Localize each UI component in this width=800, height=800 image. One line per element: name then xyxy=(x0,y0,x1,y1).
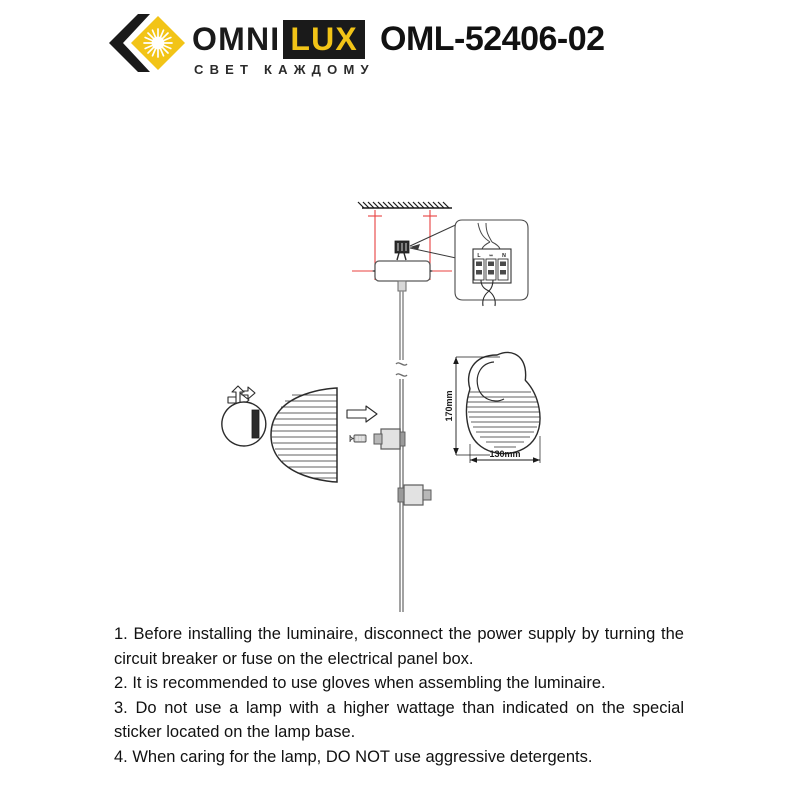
ceiling-hatching xyxy=(357,201,452,209)
safety-instructions: 1. Before installing the luminaire, disc… xyxy=(114,622,684,769)
dimension-height-label: 170mm xyxy=(444,390,454,421)
brand-name-omni: OMNI xyxy=(192,21,281,57)
fixture-wires xyxy=(480,279,496,307)
terminal-slots xyxy=(473,258,509,281)
terminal-label-ground: ⏕ xyxy=(489,253,493,259)
brand-logo: OMNI LUX СВЕТ КАЖДОМУ xyxy=(108,10,370,82)
g9-bulb xyxy=(349,434,367,443)
installation-diagram: L ⏕ N xyxy=(221,201,541,612)
brand-tagline: СВЕТ КАЖДОМУ xyxy=(194,62,375,77)
rod-break-symbol xyxy=(395,362,408,377)
instruction-item: 1. Before installing the luminaire, disc… xyxy=(114,625,684,668)
brand-wordmark: OMNI LUX xyxy=(192,19,365,59)
supply-wires xyxy=(477,222,501,250)
spiral-shade-ribs xyxy=(467,391,540,448)
canopy-terminal-block xyxy=(394,240,410,261)
suspension-rod xyxy=(395,291,408,612)
dimension-width: 130mm xyxy=(469,436,541,463)
terminal-label-N: N xyxy=(502,253,506,259)
assembly-direction-arrow xyxy=(346,405,378,423)
spiral-shade-outline xyxy=(465,351,541,455)
sunburst-icon xyxy=(143,28,173,58)
ribbed-dome-shade xyxy=(270,387,338,483)
dimension-width-label: 130mm xyxy=(489,449,520,459)
shade-ribs xyxy=(272,394,337,479)
product-code: OML-52406-02 xyxy=(380,20,605,58)
dimension-height: 170mm xyxy=(444,356,500,456)
brand-name-lux-box: LUX xyxy=(283,19,365,59)
instruction-item: 3. Do not use a lamp with a higher watta… xyxy=(114,698,684,742)
lamp-socket-upper xyxy=(373,428,406,450)
brand-name-lux: LUX xyxy=(290,20,358,57)
page-header: OMNI LUX СВЕТ КАЖДОМУ OML-52406-02 xyxy=(0,0,800,92)
shade-retaining-ring xyxy=(221,401,267,447)
instruction-item: 4. When caring for the lamp, DO NOT use … xyxy=(114,747,593,766)
terminal-label-L: L xyxy=(477,253,481,259)
ceiling-canopy-plate xyxy=(374,260,431,292)
terminal-block-callout: L ⏕ N xyxy=(454,219,529,307)
omnilux-chevron-sun-logo xyxy=(109,14,185,72)
callout-leader-lines xyxy=(409,221,463,259)
instruction-item: 2. It is recommended to use gloves when … xyxy=(114,674,606,692)
lamp-socket-lower xyxy=(397,484,432,506)
